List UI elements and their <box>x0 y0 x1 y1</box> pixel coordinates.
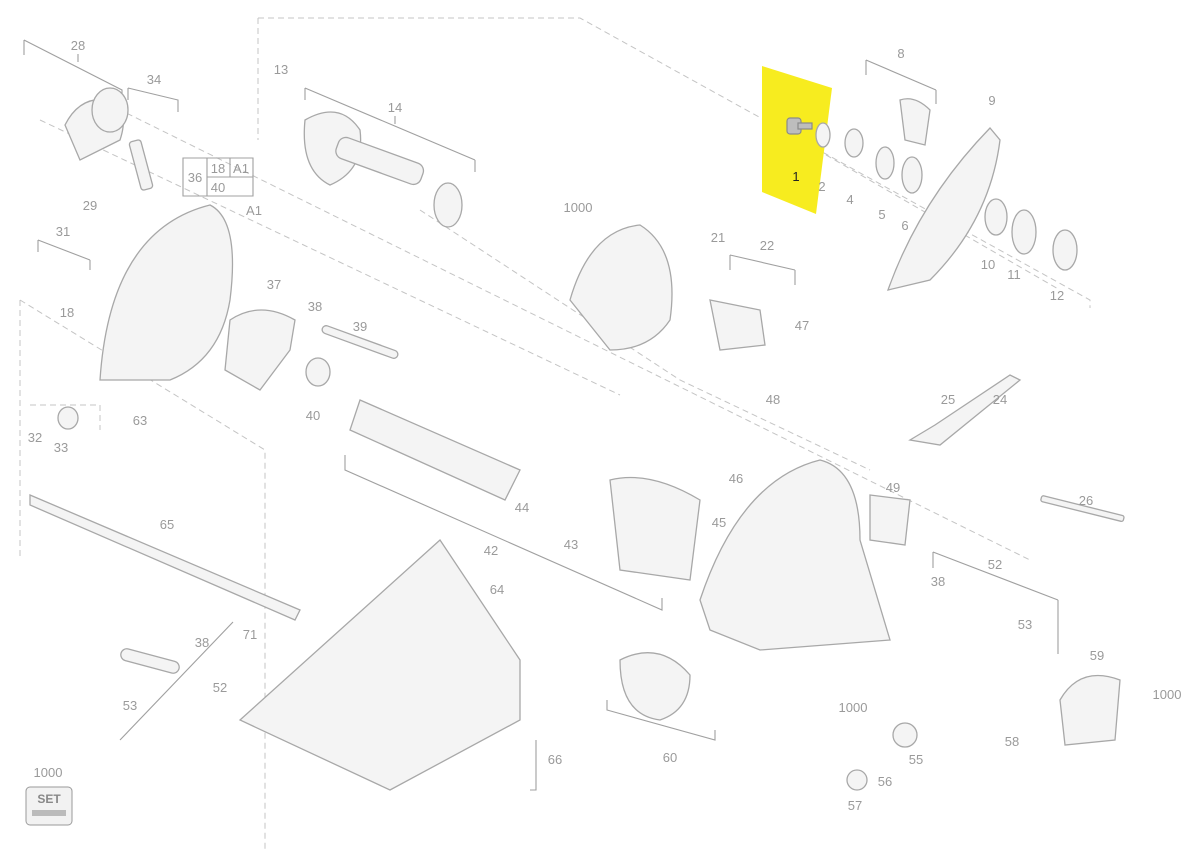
part-label[interactable]: 53 <box>123 698 137 713</box>
part-label[interactable]: 48 <box>766 392 780 407</box>
part-label[interactable]: 37 <box>267 277 281 292</box>
part-label[interactable]: 42 <box>484 543 498 558</box>
part-label[interactable]: 18 <box>211 161 225 176</box>
part-label[interactable]: 63 <box>133 413 147 428</box>
part-label-selected[interactable]: 1 <box>792 169 799 184</box>
part-label[interactable]: 38 <box>931 574 945 589</box>
part-label[interactable]: 66 <box>548 752 562 767</box>
part-label[interactable]: 34 <box>147 72 161 87</box>
part-label[interactable]: 21 <box>711 230 725 245</box>
part-label[interactable]: 55 <box>909 752 923 767</box>
part-label[interactable]: 11 <box>1007 267 1021 282</box>
part-label[interactable]: 40 <box>211 180 225 195</box>
part-label[interactable]: 43 <box>564 537 578 552</box>
part-label[interactable]: 38 <box>308 299 322 314</box>
part-label[interactable]: 40 <box>306 408 320 423</box>
part-label[interactable]: 46 <box>729 471 743 486</box>
part-label[interactable]: 1000 <box>1153 687 1182 702</box>
part-label[interactable]: 6 <box>901 218 908 233</box>
part-label[interactable]: 5 <box>878 207 885 222</box>
part-label[interactable]: 31 <box>56 224 70 239</box>
part-label[interactable]: 32 <box>28 430 42 445</box>
part-label[interactable]: 25 <box>941 392 955 407</box>
part-label[interactable]: 13 <box>274 62 288 77</box>
part-label[interactable]: 53 <box>1018 617 1032 632</box>
part-label[interactable]: 8 <box>897 46 904 61</box>
part-label[interactable]: 28 <box>71 38 85 53</box>
part-label[interactable]: 33 <box>54 440 68 455</box>
part-label[interactable]: 56 <box>878 774 892 789</box>
part-label[interactable]: 1000 <box>34 765 63 780</box>
parts-shapes <box>29 87 1125 791</box>
selected-part-highlight[interactable] <box>762 66 832 214</box>
part-label[interactable]: A1 <box>233 161 249 176</box>
part-label[interactable]: 45 <box>712 515 726 530</box>
part-label[interactable]: 47 <box>795 318 809 333</box>
part-label[interactable]: 39 <box>353 319 367 334</box>
part-label[interactable]: 36 <box>188 170 202 185</box>
part-label[interactable]: 57 <box>848 798 862 813</box>
part-label[interactable]: 10 <box>981 257 995 272</box>
part-label[interactable]: 52 <box>988 557 1002 572</box>
set-badge-label: SET <box>37 792 61 806</box>
part-label[interactable]: 2 <box>818 179 825 194</box>
part-label[interactable]: 1000 <box>839 700 868 715</box>
part-label[interactable]: 26 <box>1079 493 1093 508</box>
part-label[interactable]: 52 <box>213 680 227 695</box>
part-labels: 28 34 13 14 36 18 A1 40 A1 29 31 18 37 3… <box>28 38 1182 813</box>
part-label[interactable]: 71 <box>243 627 257 642</box>
part-label[interactable]: 49 <box>886 480 900 495</box>
part-label[interactable]: 38 <box>195 635 209 650</box>
part-label[interactable]: 1000 <box>564 200 593 215</box>
part-label[interactable]: 24 <box>993 392 1007 407</box>
part-label[interactable]: 12 <box>1050 288 1064 303</box>
screw-icon <box>32 810 66 816</box>
part-label[interactable]: 64 <box>490 582 504 597</box>
part-label[interactable]: 58 <box>1005 734 1019 749</box>
part-label[interactable]: 22 <box>760 238 774 253</box>
part-label[interactable]: 4 <box>846 192 853 207</box>
part-label[interactable]: 65 <box>160 517 174 532</box>
part-label[interactable]: 60 <box>663 750 677 765</box>
part-label[interactable]: A1 <box>246 203 262 218</box>
part-label[interactable]: 29 <box>83 198 97 213</box>
part-label[interactable]: 44 <box>515 500 529 515</box>
part-label[interactable]: 9 <box>988 93 995 108</box>
group-brackets <box>23 39 1059 791</box>
part-label[interactable]: 18 <box>60 305 74 320</box>
part-label[interactable]: 14 <box>388 100 402 115</box>
part-label[interactable]: 59 <box>1090 648 1104 663</box>
set-badge[interactable]: SET <box>25 786 73 826</box>
